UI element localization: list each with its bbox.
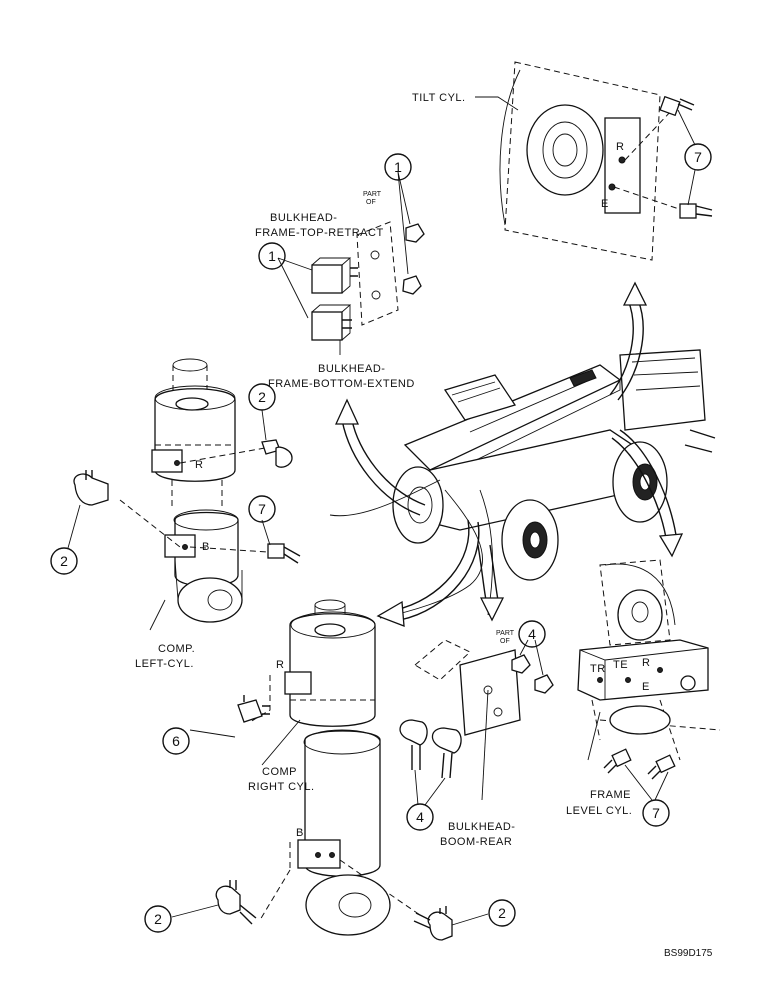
svg-text:7: 7 — [652, 805, 660, 821]
left-fitting-lower — [267, 543, 301, 564]
comp-left-label-1: COMP. — [158, 643, 195, 655]
routing-arrows — [334, 281, 684, 627]
right-port-r-label: R — [276, 659, 284, 671]
bulkhead-top-label-2: FRAME-TOP-RETRACT — [255, 227, 384, 239]
bulkhead-boom-rear-assembly — [399, 639, 554, 806]
frame-port-e-label: E — [642, 681, 650, 693]
tilt-cylinder-assembly: R E TILT CYL. — [412, 61, 713, 261]
svg-text:2: 2 — [498, 905, 506, 921]
svg-text:4: 4 — [416, 809, 424, 825]
bulkhead-boom-label-2: BOOM-REAR — [440, 836, 512, 848]
frame-port-te-label: TE — [613, 659, 628, 671]
right-fitting-six — [237, 695, 270, 723]
part-of-top-label-2: OF — [366, 199, 376, 206]
part-of-mid-label-1: PART — [496, 630, 515, 637]
bulkhead-bottom-label-2: FRAME-BOTTOM-EXTEND — [268, 378, 415, 390]
telehandler-machine — [329, 349, 716, 619]
callout-2-left-a: 2 — [248, 383, 276, 411]
right-port-b-label: B — [296, 827, 304, 839]
comp-left-label-2: LEFT-CYL. — [135, 658, 194, 670]
svg-text:2: 2 — [258, 389, 266, 405]
left-fitting-upper — [261, 439, 293, 468]
svg-text:6: 6 — [172, 733, 180, 749]
left-port-r-label: R — [195, 459, 203, 471]
callout-1-top-b: 1 — [384, 153, 412, 181]
callout-7-frame: 7 — [642, 799, 670, 827]
svg-text:2: 2 — [154, 911, 162, 927]
part-of-top-label-1: PART — [363, 191, 382, 198]
comp-right-label-2: RIGHT CYL. — [248, 781, 315, 793]
comp-right-cylinder: R B — [189, 599, 421, 936]
frame-port-r-label: R — [642, 657, 650, 669]
callout-7-tilt: 7 — [684, 143, 712, 171]
callout-2-left-b: 2 — [50, 547, 78, 575]
frame-fitting-left — [603, 748, 632, 774]
reference-code: BS99D175 — [664, 948, 713, 959]
frame-level-label-2: LEVEL CYL. — [566, 805, 632, 817]
tilt-cyl-label: TILT CYL. — [412, 92, 466, 104]
left-fitting-side — [73, 470, 109, 506]
bulkhead-boom-label-1: BULKHEAD- — [448, 821, 515, 833]
frame-port-tr-label: TR — [590, 663, 606, 675]
frame-fitting-right — [647, 754, 676, 780]
callout-7-left: 7 — [248, 495, 276, 523]
tilt-fitting-lower — [679, 203, 713, 219]
svg-text:1: 1 — [268, 248, 276, 264]
frame-level-label-1: FRAME — [590, 789, 631, 801]
part-of-mid-label-2: OF — [500, 638, 510, 645]
callout-1-top-a: 1 — [258, 242, 286, 270]
svg-text:4: 4 — [528, 626, 536, 642]
svg-text:7: 7 — [258, 501, 266, 517]
bulkhead-bottom-label-1: BULKHEAD- — [318, 363, 385, 375]
svg-text:7: 7 — [694, 149, 702, 165]
bulkhead-top-label-1: BULKHEAD- — [270, 212, 337, 224]
callout-2-bottom-a: 2 — [144, 905, 172, 933]
tilt-port-r-label: R — [616, 141, 624, 153]
bottom-fitting-right — [413, 906, 489, 941]
frame-level-cylinder: TR TE R E — [577, 559, 721, 801]
left-port-b-label: B — [202, 541, 210, 553]
tilt-port-e-label: E — [601, 198, 609, 210]
bulkhead-frame-top-assembly — [277, 171, 425, 355]
comp-left-cylinder: R B — [67, 358, 301, 631]
callout-4-mid-b: 4 — [406, 803, 434, 831]
callout-2-bottom-b: 2 — [488, 899, 516, 927]
bottom-fitting-left — [171, 880, 257, 925]
comp-right-label-1: COMP — [262, 766, 297, 778]
tilt-fitting-upper — [659, 95, 695, 117]
callout-6-right: 6 — [162, 727, 190, 755]
svg-text:2: 2 — [60, 553, 68, 569]
svg-text:1: 1 — [394, 159, 402, 175]
callout-4-mid-a: 4 — [518, 620, 546, 648]
